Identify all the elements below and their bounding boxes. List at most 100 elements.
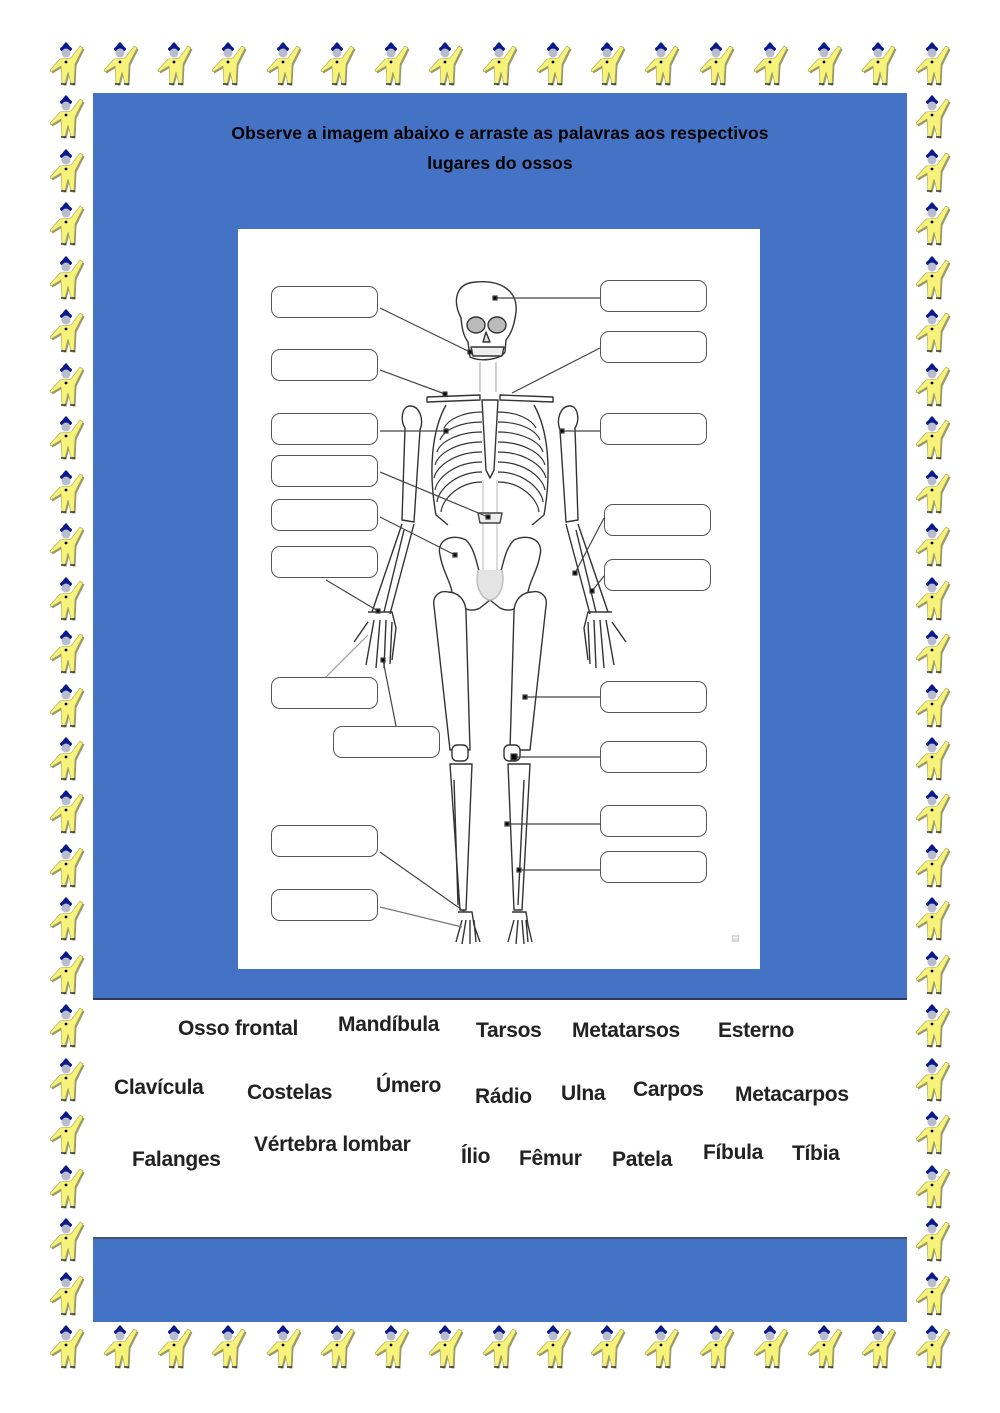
drop-box-metacarpals[interactable] [333, 726, 440, 758]
drop-box-ilium[interactable] [271, 499, 378, 531]
yellow-waving-figure-icon [263, 1325, 303, 1373]
word-radio[interactable]: Rádio [475, 1085, 532, 1108]
yellow-waving-figure-icon [912, 736, 952, 785]
word-falanges[interactable]: Falanges [132, 1148, 221, 1171]
yellow-waving-figure-icon [912, 202, 952, 250]
yellow-waving-figure-icon [46, 736, 86, 785]
drop-box-carpals[interactable] [271, 546, 378, 578]
yellow-waving-figure-icon [587, 1325, 627, 1373]
word-tibia[interactable]: Tíbia [792, 1142, 840, 1165]
drop-box-phalanges[interactable] [271, 677, 378, 709]
yellow-waving-figure-icon [912, 1057, 952, 1106]
drop-box-patella[interactable] [600, 741, 707, 773]
yellow-waving-figure-icon [46, 790, 86, 838]
word-femur[interactable]: Fêmur [519, 1147, 582, 1170]
yellow-waving-figure-icon [912, 790, 952, 838]
yellow-waving-figure-icon [46, 95, 86, 143]
yellow-waving-figure-icon [912, 523, 952, 571]
yellow-waving-figure-icon [912, 576, 952, 625]
word-carpos[interactable]: Carpos [633, 1078, 704, 1101]
yellow-waving-figure-icon [100, 42, 140, 90]
drop-box-radius[interactable] [604, 504, 711, 536]
word-fibula[interactable]: Fíbula [703, 1141, 764, 1164]
yellow-waving-figure-icon [912, 630, 952, 678]
skeleton-diagram: ▤ [238, 229, 760, 969]
yellow-waving-figure-icon [479, 1325, 519, 1373]
yellow-waving-figure-icon [46, 630, 86, 678]
yellow-waving-figure-icon [587, 42, 627, 90]
yellow-waving-figure-icon [46, 1164, 86, 1213]
drop-box-tibia[interactable] [600, 805, 707, 837]
drop-box-clavicle[interactable] [271, 349, 378, 381]
drop-box-jaw[interactable] [271, 286, 378, 318]
drop-box-humerus[interactable] [600, 413, 707, 445]
word-clavicula[interactable]: Clavícula [114, 1076, 204, 1099]
word-tarsos[interactable]: Tarsos [476, 1019, 542, 1042]
yellow-waving-figure-icon [912, 1325, 952, 1373]
yellow-waving-figure-icon [912, 1218, 952, 1266]
yellow-waving-figure-icon [46, 1218, 86, 1266]
yellow-waving-figure-icon [317, 42, 357, 90]
drop-box-tarsals[interactable] [271, 825, 378, 857]
yellow-waving-figure-icon [912, 42, 952, 90]
instruction-line-2: lugares do ossos [427, 153, 573, 173]
yellow-waving-figure-icon [46, 897, 86, 945]
yellow-waving-figure-icon [912, 683, 952, 732]
drop-box-lumbar-vertebra[interactable] [271, 455, 378, 487]
word-patela[interactable]: Patela [612, 1148, 673, 1171]
yellow-waving-figure-icon [912, 1004, 952, 1052]
drop-box-sternum[interactable] [600, 331, 707, 363]
yellow-waving-figure-icon [641, 1325, 681, 1373]
word-ilio[interactable]: Ílio [461, 1145, 491, 1168]
yellow-waving-figure-icon [912, 1111, 952, 1159]
yellow-waving-figure-icon [46, 950, 86, 999]
drop-box-frontal-bone[interactable] [600, 280, 707, 312]
yellow-waving-figure-icon [317, 1325, 357, 1373]
word-ulna[interactable]: Ulna [561, 1082, 606, 1105]
drop-box-femur[interactable] [600, 681, 707, 713]
yellow-waving-figure-icon [479, 42, 519, 90]
yellow-waving-figure-icon [46, 843, 86, 892]
yellow-waving-figure-icon [425, 1325, 465, 1373]
yellow-waving-figure-icon [46, 1271, 86, 1320]
word-esterno[interactable]: Esterno [718, 1019, 795, 1042]
word-metatarsos[interactable]: Metatarsos [572, 1019, 680, 1042]
yellow-waving-figure-icon [641, 42, 681, 90]
yellow-waving-figure-icon [912, 897, 952, 945]
yellow-waving-figure-icon [371, 42, 411, 90]
yellow-waving-figure-icon [533, 1325, 573, 1373]
yellow-waving-figure-icon [912, 148, 952, 197]
yellow-waving-figure-icon [912, 1271, 952, 1320]
yellow-waving-figure-icon [154, 42, 194, 90]
yellow-waving-figure-icon [912, 1164, 952, 1213]
yellow-waving-figure-icon [154, 1325, 194, 1373]
drop-box-fibula[interactable] [600, 851, 707, 883]
yellow-waving-figure-icon [46, 148, 86, 197]
yellow-waving-figure-icon [912, 950, 952, 999]
word-umero[interactable]: Úmero [376, 1074, 442, 1097]
word-mandibula[interactable]: Mandíbula [338, 1013, 440, 1036]
yellow-waving-figure-icon [46, 309, 86, 357]
yellow-waving-figure-icon [46, 683, 86, 732]
footer-panel [93, 1237, 907, 1322]
yellow-waving-figure-icon [912, 362, 952, 411]
word-osso-frontal[interactable]: Osso frontal [178, 1017, 299, 1040]
yellow-waving-figure-icon [750, 1325, 790, 1373]
yellow-waving-figure-icon [46, 1004, 86, 1052]
word-vertebra-lombar[interactable]: Vértebra lombar [254, 1133, 411, 1156]
yellow-waving-figure-icon [858, 1325, 898, 1373]
copyright-mark: ▤ [731, 933, 740, 943]
yellow-waving-figure-icon [912, 255, 952, 304]
yellow-waving-figure-icon [208, 42, 248, 90]
drop-box-ribs[interactable] [271, 413, 378, 445]
drop-box-metatarsals[interactable] [271, 889, 378, 921]
yellow-waving-figure-icon [46, 255, 86, 304]
instruction-line-1: Observe a imagem abaixo e arraste as pal… [231, 123, 769, 143]
word-costelas[interactable]: Costelas [247, 1081, 333, 1104]
yellow-waving-figure-icon [696, 42, 736, 90]
yellow-waving-figure-icon [46, 362, 86, 411]
yellow-waving-figure-icon [804, 1325, 844, 1373]
yellow-waving-figure-icon [46, 1057, 86, 1106]
drop-box-ulna[interactable] [604, 559, 711, 591]
word-metacarpos[interactable]: Metacarpos [735, 1083, 849, 1106]
